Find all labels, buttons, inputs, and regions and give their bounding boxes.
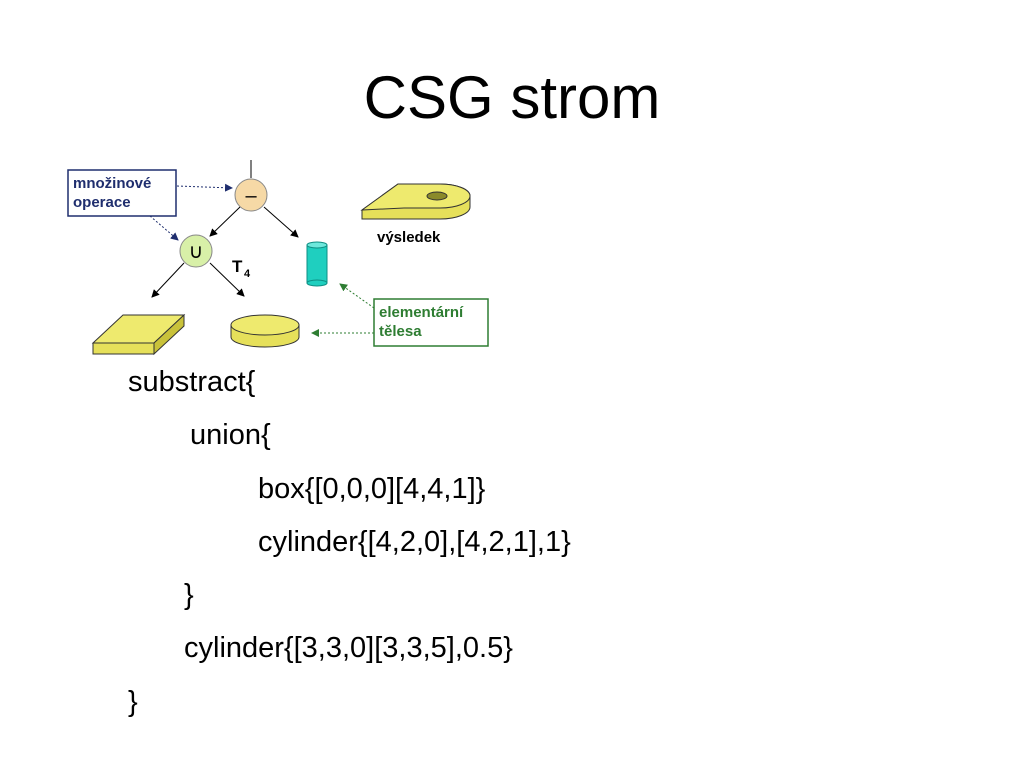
page-title: CSG strom — [363, 64, 661, 131]
union-node: ∪ — [179, 234, 213, 268]
code-line-3: box{[0,0,0][4,4,1]} — [258, 473, 486, 505]
result-label: výsledek — [377, 229, 441, 246]
edge-union-disc — [209, 262, 245, 297]
code-line-1: substract{ — [128, 366, 256, 398]
elements-arrow-to-cylinder — [339, 283, 375, 309]
yellow-disc — [230, 314, 300, 348]
operations-arrow-to-union — [149, 215, 179, 241]
t4-label: T 4 — [232, 257, 251, 280]
code-line-7: } — [128, 686, 138, 718]
union-node-label: ∪ — [189, 241, 204, 263]
cyan-cylinder — [306, 241, 328, 287]
operations-arrow-to-minus — [176, 183, 233, 192]
edge-union-box — [151, 262, 185, 298]
svg-text:4: 4 — [244, 268, 251, 280]
code-line-2: union{ — [190, 419, 271, 451]
elements-label-line1: elementární — [379, 304, 464, 321]
minus-node: – — [234, 178, 268, 212]
csg-tree-diagram: množinové operace – ∪ T 4 — [67, 160, 489, 356]
operations-label-line2: operace — [73, 194, 131, 211]
elements-label-box: elementární tělesa — [373, 298, 489, 347]
operations-label-line1: množinové — [73, 175, 151, 192]
edge-minus-union — [209, 206, 241, 237]
code-line-6: cylinder{[3,3,0][3,3,5],0.5} — [184, 632, 513, 664]
edge-minus-cylinder — [263, 206, 299, 238]
operations-label-box: množinové operace — [67, 169, 177, 217]
elements-label-line2: tělesa — [379, 323, 422, 340]
svg-text:T: T — [232, 257, 243, 276]
code-line-5: } — [184, 579, 194, 611]
yellow-box — [91, 313, 186, 356]
code-line-4: cylinder{[4,2,0],[4,2,1],1} — [258, 526, 571, 558]
minus-node-label: – — [245, 185, 257, 207]
result-shape — [360, 183, 471, 220]
